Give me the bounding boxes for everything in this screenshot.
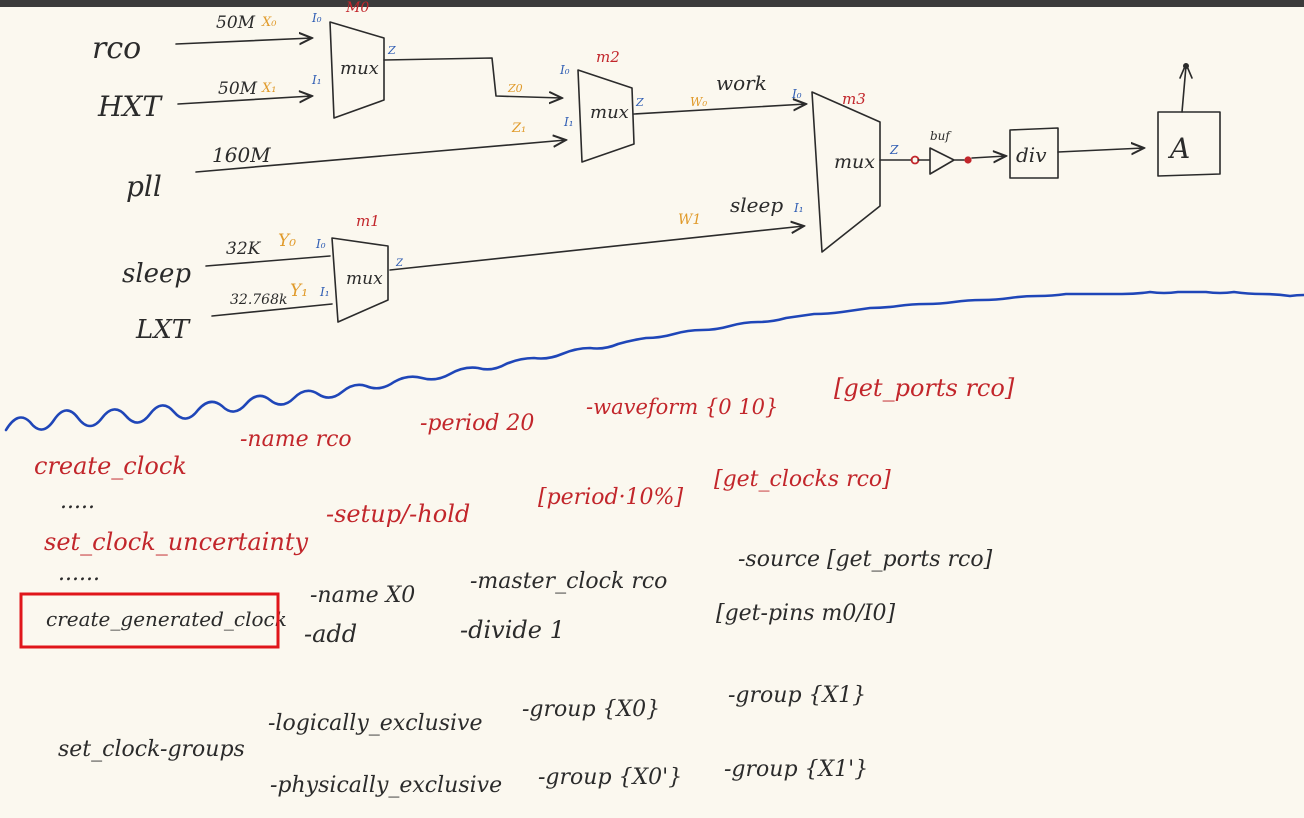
a-box <box>1157 111 1221 177</box>
a-arrow-dot <box>1183 63 1189 69</box>
buffer-symbol <box>917 147 965 175</box>
mux-m3-name: m3 <box>842 90 866 108</box>
wire-m0-m2 <box>383 57 562 98</box>
pin-y0: Y₀ <box>278 231 296 251</box>
ellipsis-2: ...... <box>58 561 100 586</box>
m1-pin-i1: I₁ <box>319 285 330 299</box>
opt-physically-exclusive: -physically_exclusive <box>270 773 502 798</box>
wire-pll-m2 <box>195 140 566 173</box>
source-pll: pll <box>126 170 162 203</box>
constraint-line-3: create_generated_clock -name X0 -master_… <box>46 547 993 631</box>
a-up-arrow <box>1179 63 1193 113</box>
freq-pll: 160M <box>212 143 271 167</box>
source-sleep: sleep <box>122 259 191 289</box>
wire-div-a <box>1057 148 1144 152</box>
label-buf: buf <box>930 129 952 143</box>
label-div: div <box>1016 143 1047 167</box>
pin-w0: W₀ <box>690 95 707 109</box>
m0-pin-i0: I₀ <box>311 11 322 25</box>
m1-pin-i0: I₀ <box>315 237 326 251</box>
opt-add: -add <box>304 620 357 648</box>
m2-pin-i1: I₁ <box>563 115 574 129</box>
mux-m1-name: m1 <box>356 212 380 230</box>
pin-y1: Y₁ <box>290 281 308 301</box>
cmd-create-clock: create_clock <box>34 452 187 480</box>
constraint-line-2: set_clock_uncertainty -setup/-hold [peri… <box>44 467 891 556</box>
m3-pin-z: Z <box>889 143 899 157</box>
mux-m0-label: mux <box>340 58 379 79</box>
m0-pin-z: Z <box>387 44 396 57</box>
m2-pin-z: Z <box>635 96 644 109</box>
opt-group-x0: -group {X0} <box>522 697 660 722</box>
m1-pin-z: Z <box>395 258 404 269</box>
wire-m1-m3 <box>389 226 804 271</box>
cmd-set-clock-uncertainty: set_clock_uncertainty <box>44 528 308 556</box>
opt-get-pins: [get-pins m0/I0] <box>716 601 895 626</box>
constraint-line-4: -add -divide 1 [get-pins m0/I0] <box>304 601 895 648</box>
opt-name-rco: -name rco <box>240 427 352 452</box>
wire-hxt-m0 <box>177 96 312 105</box>
mux-m2-name: m2 <box>596 48 620 66</box>
cmd-set-clock-groups: set_clock-groups <box>58 737 245 762</box>
m3-pin-i0: I₀ <box>791 87 802 101</box>
opt-period: -period 20 <box>420 411 534 436</box>
m3-pin-i1: I₁ <box>793 201 804 215</box>
constraint-line-6: -physically_exclusive -group {X0'} -grou… <box>270 757 868 798</box>
pin-z0: Z0 <box>507 82 523 95</box>
source-hxt: HXT <box>97 90 163 123</box>
mux-m2-label: mux <box>590 102 629 123</box>
mux-m0 <box>329 21 385 119</box>
opt-group-x1-prime: -group {X1'} <box>724 757 868 782</box>
opt-get-ports: [get_ports rco] <box>834 374 1015 402</box>
mux-m1 <box>331 237 389 323</box>
ellipsis-1: ..... <box>60 489 95 514</box>
label-a: A <box>1167 132 1190 165</box>
label-sleep: sleep <box>730 193 783 217</box>
opt-group-x1: -group {X1} <box>728 683 866 708</box>
mux-m2 <box>577 69 635 163</box>
opt-logically-exclusive: -logically_exclusive <box>268 711 483 736</box>
mux-m0-name: M0 <box>345 0 369 16</box>
m2-pin-i0: I₀ <box>559 63 570 77</box>
opt-source: -source [get_ports rco] <box>738 547 993 572</box>
pin-w1: W1 <box>678 212 701 228</box>
highlight-box <box>19 592 280 649</box>
wire-sleep-m1 <box>205 255 331 267</box>
label-work: work <box>716 71 767 95</box>
m0-pin-i1: I₁ <box>311 73 322 87</box>
opt-name-x0: -name X0 <box>310 583 415 608</box>
window-top-bar <box>0 0 1304 7</box>
freq-y1: 32.768k <box>230 292 287 308</box>
opt-period-10: [period·10%] <box>538 485 683 510</box>
opt-setup-hold: -setup/-hold <box>326 500 470 528</box>
opt-master-clock: -master_clock rco <box>470 569 667 594</box>
pin-z1: Z₁ <box>511 121 526 136</box>
wire-m2-m3 <box>633 104 806 115</box>
wavy-divider <box>4 290 1304 432</box>
pin-x1: X₁ <box>261 81 276 96</box>
red-marker-2 <box>964 156 972 164</box>
opt-group-x0-prime: -group {X0'} <box>538 765 682 790</box>
div-box <box>1009 127 1059 179</box>
freq-x0: 50M <box>216 13 256 33</box>
mux-m3-label: mux <box>834 151 875 173</box>
wire-buf-div <box>971 156 1006 158</box>
source-lxt: LXT <box>135 315 191 345</box>
pin-x0: X₀ <box>261 15 277 30</box>
freq-y0: 32K <box>226 239 262 259</box>
wire-lxt-m1 <box>211 303 333 317</box>
opt-get-clocks: [get_clocks rco] <box>714 467 891 492</box>
freq-x1: 50M <box>218 79 258 99</box>
wire-rco-m0 <box>175 38 312 44</box>
mux-m3 <box>811 91 881 253</box>
opt-divide: -divide 1 <box>460 616 565 644</box>
opt-waveform: -waveform {0 10} <box>586 395 778 419</box>
cmd-create-generated-clock: create_generated_clock <box>46 607 287 631</box>
mux-m1-label: mux <box>346 269 383 289</box>
constraint-line-1: create_clock -name rco -period 20 -wavef… <box>34 374 1015 480</box>
constraint-line-5: set_clock-groups -logically_exclusive -g… <box>58 683 866 762</box>
source-rco: rco <box>92 31 141 66</box>
